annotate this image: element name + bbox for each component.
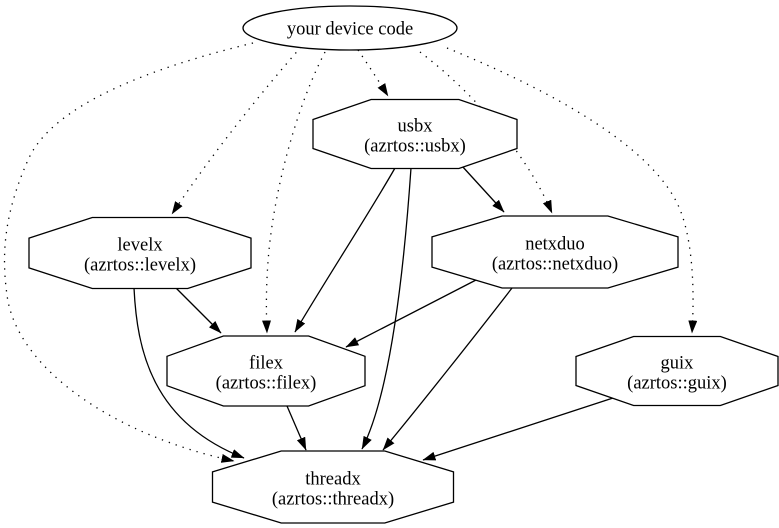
- node-sublabel-filex: (azrtos::filex): [216, 374, 317, 394]
- node-device: your device code: [242, 5, 458, 51]
- edge-levelx-filex: [175, 287, 222, 334]
- node-netxduo: netxduo(azrtos::netxduo): [431, 215, 679, 289]
- edge-device-guix: [446, 47, 698, 334]
- node-shape-netxduo: [431, 215, 679, 289]
- node-sublabel-threadx: (azrtos::threadx): [272, 490, 394, 510]
- edge-netxduo-filex: [345, 279, 477, 348]
- node-threadx: threadx(azrtos::threadx): [211, 450, 455, 524]
- node-label-levelx: levelx: [117, 236, 163, 256]
- nodes-layer: your device codeusbx(azrtos::usbx)levelx…: [28, 5, 779, 524]
- node-shape-threadx: [211, 450, 455, 524]
- edge-usbx-threadx: [361, 167, 412, 450]
- edge-guix-threadx: [422, 397, 614, 461]
- node-shape-device: [242, 5, 458, 51]
- edge-netxduo-threadx: [382, 287, 513, 451]
- edge-usbx-filex: [294, 167, 396, 333]
- node-sublabel-netxduo: (azrtos::netxduo): [492, 255, 618, 275]
- node-sublabel-levelx: (azrtos::levelx): [84, 256, 196, 276]
- node-shape-filex: [166, 335, 366, 407]
- node-filex: filex(azrtos::filex): [166, 335, 366, 407]
- node-label-usbx: usbx: [398, 117, 434, 137]
- node-label-netxduo: netxduo: [525, 235, 585, 255]
- node-shape-guix: [575, 335, 779, 407]
- node-label-guix: guix: [661, 354, 695, 374]
- node-usbx: usbx(azrtos::usbx): [312, 98, 518, 170]
- node-shape-usbx: [312, 98, 518, 170]
- node-sublabel-guix: (azrtos::guix): [627, 374, 727, 394]
- node-guix: guix(azrtos::guix): [575, 335, 779, 407]
- node-label-device: your device code: [287, 20, 413, 40]
- edge-device-levelx: [171, 46, 302, 215]
- node-levelx: levelx(azrtos::levelx): [28, 216, 252, 290]
- edge-device-filex: [262, 51, 326, 334]
- node-sublabel-usbx: (azrtos::usbx): [364, 137, 466, 157]
- node-shape-levelx: [28, 216, 252, 290]
- edge-usbx-netxduo: [461, 165, 505, 213]
- edge-levelx-threadx: [133, 287, 245, 459]
- node-label-threadx: threadx: [305, 470, 361, 490]
- node-label-filex: filex: [249, 354, 284, 374]
- edge-filex-threadx: [286, 405, 307, 451]
- edge-device-usbx: [357, 49, 389, 97]
- edge-device-threadx: [3, 42, 254, 463]
